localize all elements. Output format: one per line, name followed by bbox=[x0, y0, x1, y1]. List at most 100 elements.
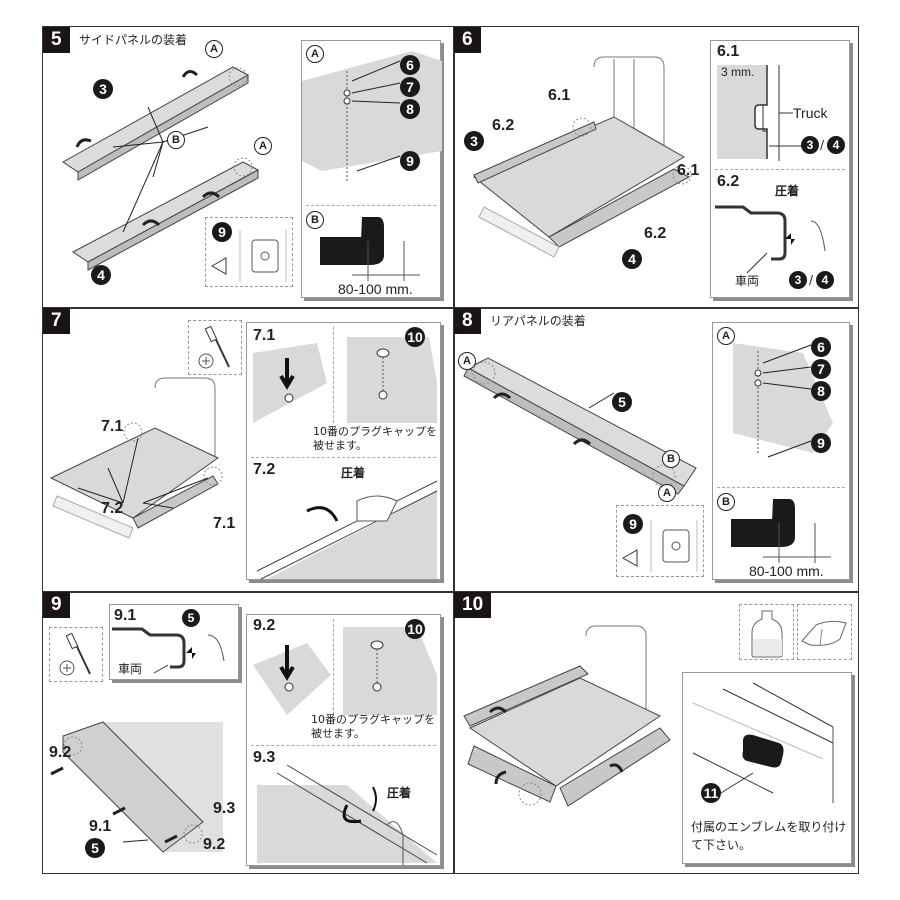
detail-9-2-label: 9.2 bbox=[253, 617, 276, 634]
curve-arrow-icon bbox=[494, 770, 507, 785]
callout-9-1: 9.1 bbox=[89, 818, 112, 835]
separator: / bbox=[820, 138, 825, 152]
emblem-note-line2: て下さい。 bbox=[691, 838, 752, 852]
detail-a-label: A bbox=[717, 327, 735, 345]
screwdriver-icon bbox=[59, 632, 91, 676]
rotate-arrow-icon bbox=[342, 804, 362, 824]
detail-7-2-label: 7.2 bbox=[253, 461, 276, 478]
eye-view-icon bbox=[621, 520, 698, 572]
part-3-marker: 3 bbox=[789, 271, 807, 289]
detail-6-2-label: 6.2 bbox=[717, 173, 740, 190]
part-6-marker: 6 bbox=[400, 55, 420, 75]
part-9-marker: 9 bbox=[212, 222, 232, 242]
push-arrow-icon bbox=[785, 233, 795, 245]
column-divider bbox=[453, 27, 455, 873]
curve-arrow-icon bbox=[492, 392, 512, 400]
part-3-marker: 3 bbox=[464, 131, 484, 151]
step-number-badge: 8 bbox=[454, 308, 481, 334]
point-a-marker: A bbox=[205, 40, 223, 58]
callout-7-1: 7.1 bbox=[213, 515, 236, 532]
step-8-panel: 8 リアパネルの装着 A A B 5 9 A bbox=[454, 308, 860, 591]
part-4-marker: 4 bbox=[622, 249, 642, 269]
step-number-badge: 9 bbox=[43, 592, 70, 618]
part-5-marker: 5 bbox=[85, 838, 105, 858]
plug-cap-note-line1: 10番のプラグキャップを bbox=[311, 713, 435, 726]
part-4-marker: 4 bbox=[816, 271, 834, 289]
part-7-marker: 7 bbox=[400, 77, 420, 97]
tool-box bbox=[49, 627, 103, 682]
plug-cap-illustration bbox=[253, 337, 437, 423]
row-divider-1 bbox=[43, 307, 858, 309]
truck-bed-illustration bbox=[49, 377, 223, 539]
detail-box: A 6 7 8 9 B bbox=[301, 40, 442, 298]
plug-cap-note-line2: 被せます。 bbox=[313, 439, 367, 452]
eye-view-icon bbox=[210, 230, 287, 282]
view-box: 9 bbox=[616, 505, 704, 577]
part-4-marker: 4 bbox=[827, 136, 845, 154]
divider bbox=[333, 327, 334, 423]
rear-panel-illustration bbox=[463, 357, 697, 495]
part-11-marker: 11 bbox=[701, 783, 721, 803]
detail-box: 7.1 10 10番のプラグキャップを 被せます。 7.2 圧着 bbox=[246, 322, 441, 580]
callout-7-2: 7.2 bbox=[101, 500, 124, 517]
part-5-marker: 5 bbox=[182, 609, 200, 627]
vehicle-label: 車両 bbox=[735, 274, 760, 288]
push-arrow-icon bbox=[186, 647, 196, 659]
truck-label: Truck bbox=[793, 105, 828, 121]
press-label: 圧着 bbox=[341, 466, 366, 480]
step-number-badge: 10 bbox=[454, 592, 492, 618]
screwdriver-icon bbox=[198, 325, 230, 369]
detail-6-1-label: 6.1 bbox=[717, 43, 740, 60]
curve-arrow-icon bbox=[201, 191, 221, 199]
cleaner-bottle-box bbox=[739, 604, 794, 660]
curve-arrow-icon bbox=[75, 138, 92, 148]
part-10-marker: 10 bbox=[405, 619, 425, 639]
cloth-icon bbox=[801, 620, 847, 646]
tape-overlap-illustration bbox=[320, 217, 420, 281]
step-title: サイドパネルの装着 bbox=[79, 33, 188, 47]
callout-6-2: 6.2 bbox=[644, 225, 667, 242]
callout-6-2: 6.2 bbox=[492, 117, 515, 134]
step-7-panel: 7 7.1 7.2 7.1 7.1 bbox=[43, 308, 453, 591]
rear-panel-closeup-illustration bbox=[50, 721, 223, 853]
curve-arrow-icon bbox=[181, 70, 199, 78]
step-10-panel: 10 bbox=[454, 592, 860, 875]
divider bbox=[251, 745, 436, 746]
row-divider-2 bbox=[43, 591, 858, 593]
part-9-marker: 9 bbox=[811, 433, 831, 453]
divider bbox=[333, 619, 334, 715]
step-number-badge: 7 bbox=[43, 308, 70, 334]
detail-9-3-label: 9.3 bbox=[253, 749, 276, 766]
view-box: 9 bbox=[205, 217, 293, 287]
clearance-detail-illustration bbox=[717, 65, 803, 161]
callout-7-1: 7.1 bbox=[101, 418, 124, 435]
detail-box: 9.1 5 車両 bbox=[109, 604, 239, 680]
flange-press-illustration bbox=[112, 627, 225, 674]
detail-9-1-label: 9.1 bbox=[114, 607, 137, 624]
callout-6-1: 6.1 bbox=[548, 87, 571, 104]
point-a-marker: A bbox=[254, 137, 272, 155]
part-8-marker: 8 bbox=[400, 99, 420, 119]
point-a-marker: A bbox=[658, 484, 676, 502]
finished-truck-bed-illustration bbox=[463, 625, 671, 807]
measure-label: 80-100 mm. bbox=[338, 281, 413, 297]
point-b-marker: B bbox=[662, 450, 680, 468]
step-5-panel: 5 サイドパネルの装着 3 4 A A B 9 bbox=[43, 27, 453, 307]
down-arrow-icon bbox=[279, 358, 295, 390]
vehicle-label: 車両 bbox=[118, 662, 143, 676]
part-6-marker: 6 bbox=[811, 337, 831, 357]
part-3-marker: 3 bbox=[93, 79, 113, 99]
edge-press-illustration bbox=[256, 480, 438, 580]
press-label: 圧着 bbox=[775, 184, 800, 198]
detail-box: A 6 7 8 9 B bbox=[712, 322, 850, 580]
part-7-marker: 7 bbox=[811, 359, 831, 379]
truck-bed-illustration bbox=[473, 56, 692, 258]
instruction-sheet: 5 サイドパネルの装着 3 4 A A B 9 bbox=[42, 26, 859, 874]
part-5-marker: 5 bbox=[612, 392, 632, 412]
step-6-panel: 6 6.1 6.2 6.1 6.2 3 4 6.1 bbox=[454, 27, 860, 307]
callout-9-3: 9.3 bbox=[213, 800, 236, 817]
cloth-box bbox=[797, 604, 852, 660]
divider bbox=[251, 457, 436, 458]
step-title: リアパネルの装着 bbox=[490, 314, 586, 328]
divider bbox=[717, 487, 845, 488]
